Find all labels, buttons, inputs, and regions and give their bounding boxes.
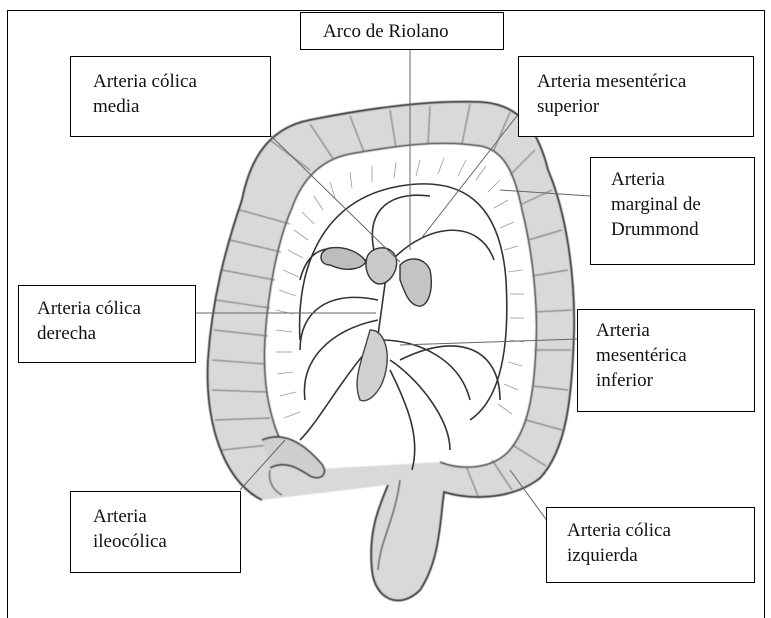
label-line: Arteria xyxy=(596,318,740,343)
label-line: Arteria cólica xyxy=(567,518,740,543)
label-line: Arteria xyxy=(93,504,226,529)
label-arteria-colica-derecha: Arteria cólica derecha xyxy=(18,285,196,363)
colon-outline xyxy=(208,102,574,601)
label-line: izquierda xyxy=(567,543,740,568)
label-line: media xyxy=(93,94,256,119)
label-arco-de-riolano: Arco de Riolano xyxy=(300,12,504,50)
label-line: Drummond xyxy=(611,217,740,242)
label-line: marginal de xyxy=(611,192,740,217)
label-arteria-mesenterica-superior: Arteria mesentérica superior xyxy=(518,56,754,137)
label-arteria-ileocolica: Arteria ileocólica xyxy=(70,491,241,573)
label-line: ileocólica xyxy=(93,529,226,554)
label-arteria-colica-media: Arteria cólica media xyxy=(70,56,271,137)
label-line: superior xyxy=(537,94,739,119)
label-line: derecha xyxy=(37,321,181,346)
label-line: Arteria cólica xyxy=(93,69,256,94)
label-line: Arteria cólica xyxy=(37,296,181,321)
label-arteria-mesenterica-inferior: Arteria mesentérica inferior xyxy=(577,309,755,412)
label-line: Arco de Riolano xyxy=(323,19,489,44)
label-arteria-marginal-de-drummond: Arteria marginal de Drummond xyxy=(590,157,755,265)
label-line: inferior xyxy=(596,368,740,393)
label-arteria-colica-izquierda: Arteria cólica izquierda xyxy=(546,507,755,583)
label-line: Arteria xyxy=(611,167,740,192)
label-line: Arteria mesentérica xyxy=(537,69,739,94)
label-line: mesentérica xyxy=(596,343,740,368)
